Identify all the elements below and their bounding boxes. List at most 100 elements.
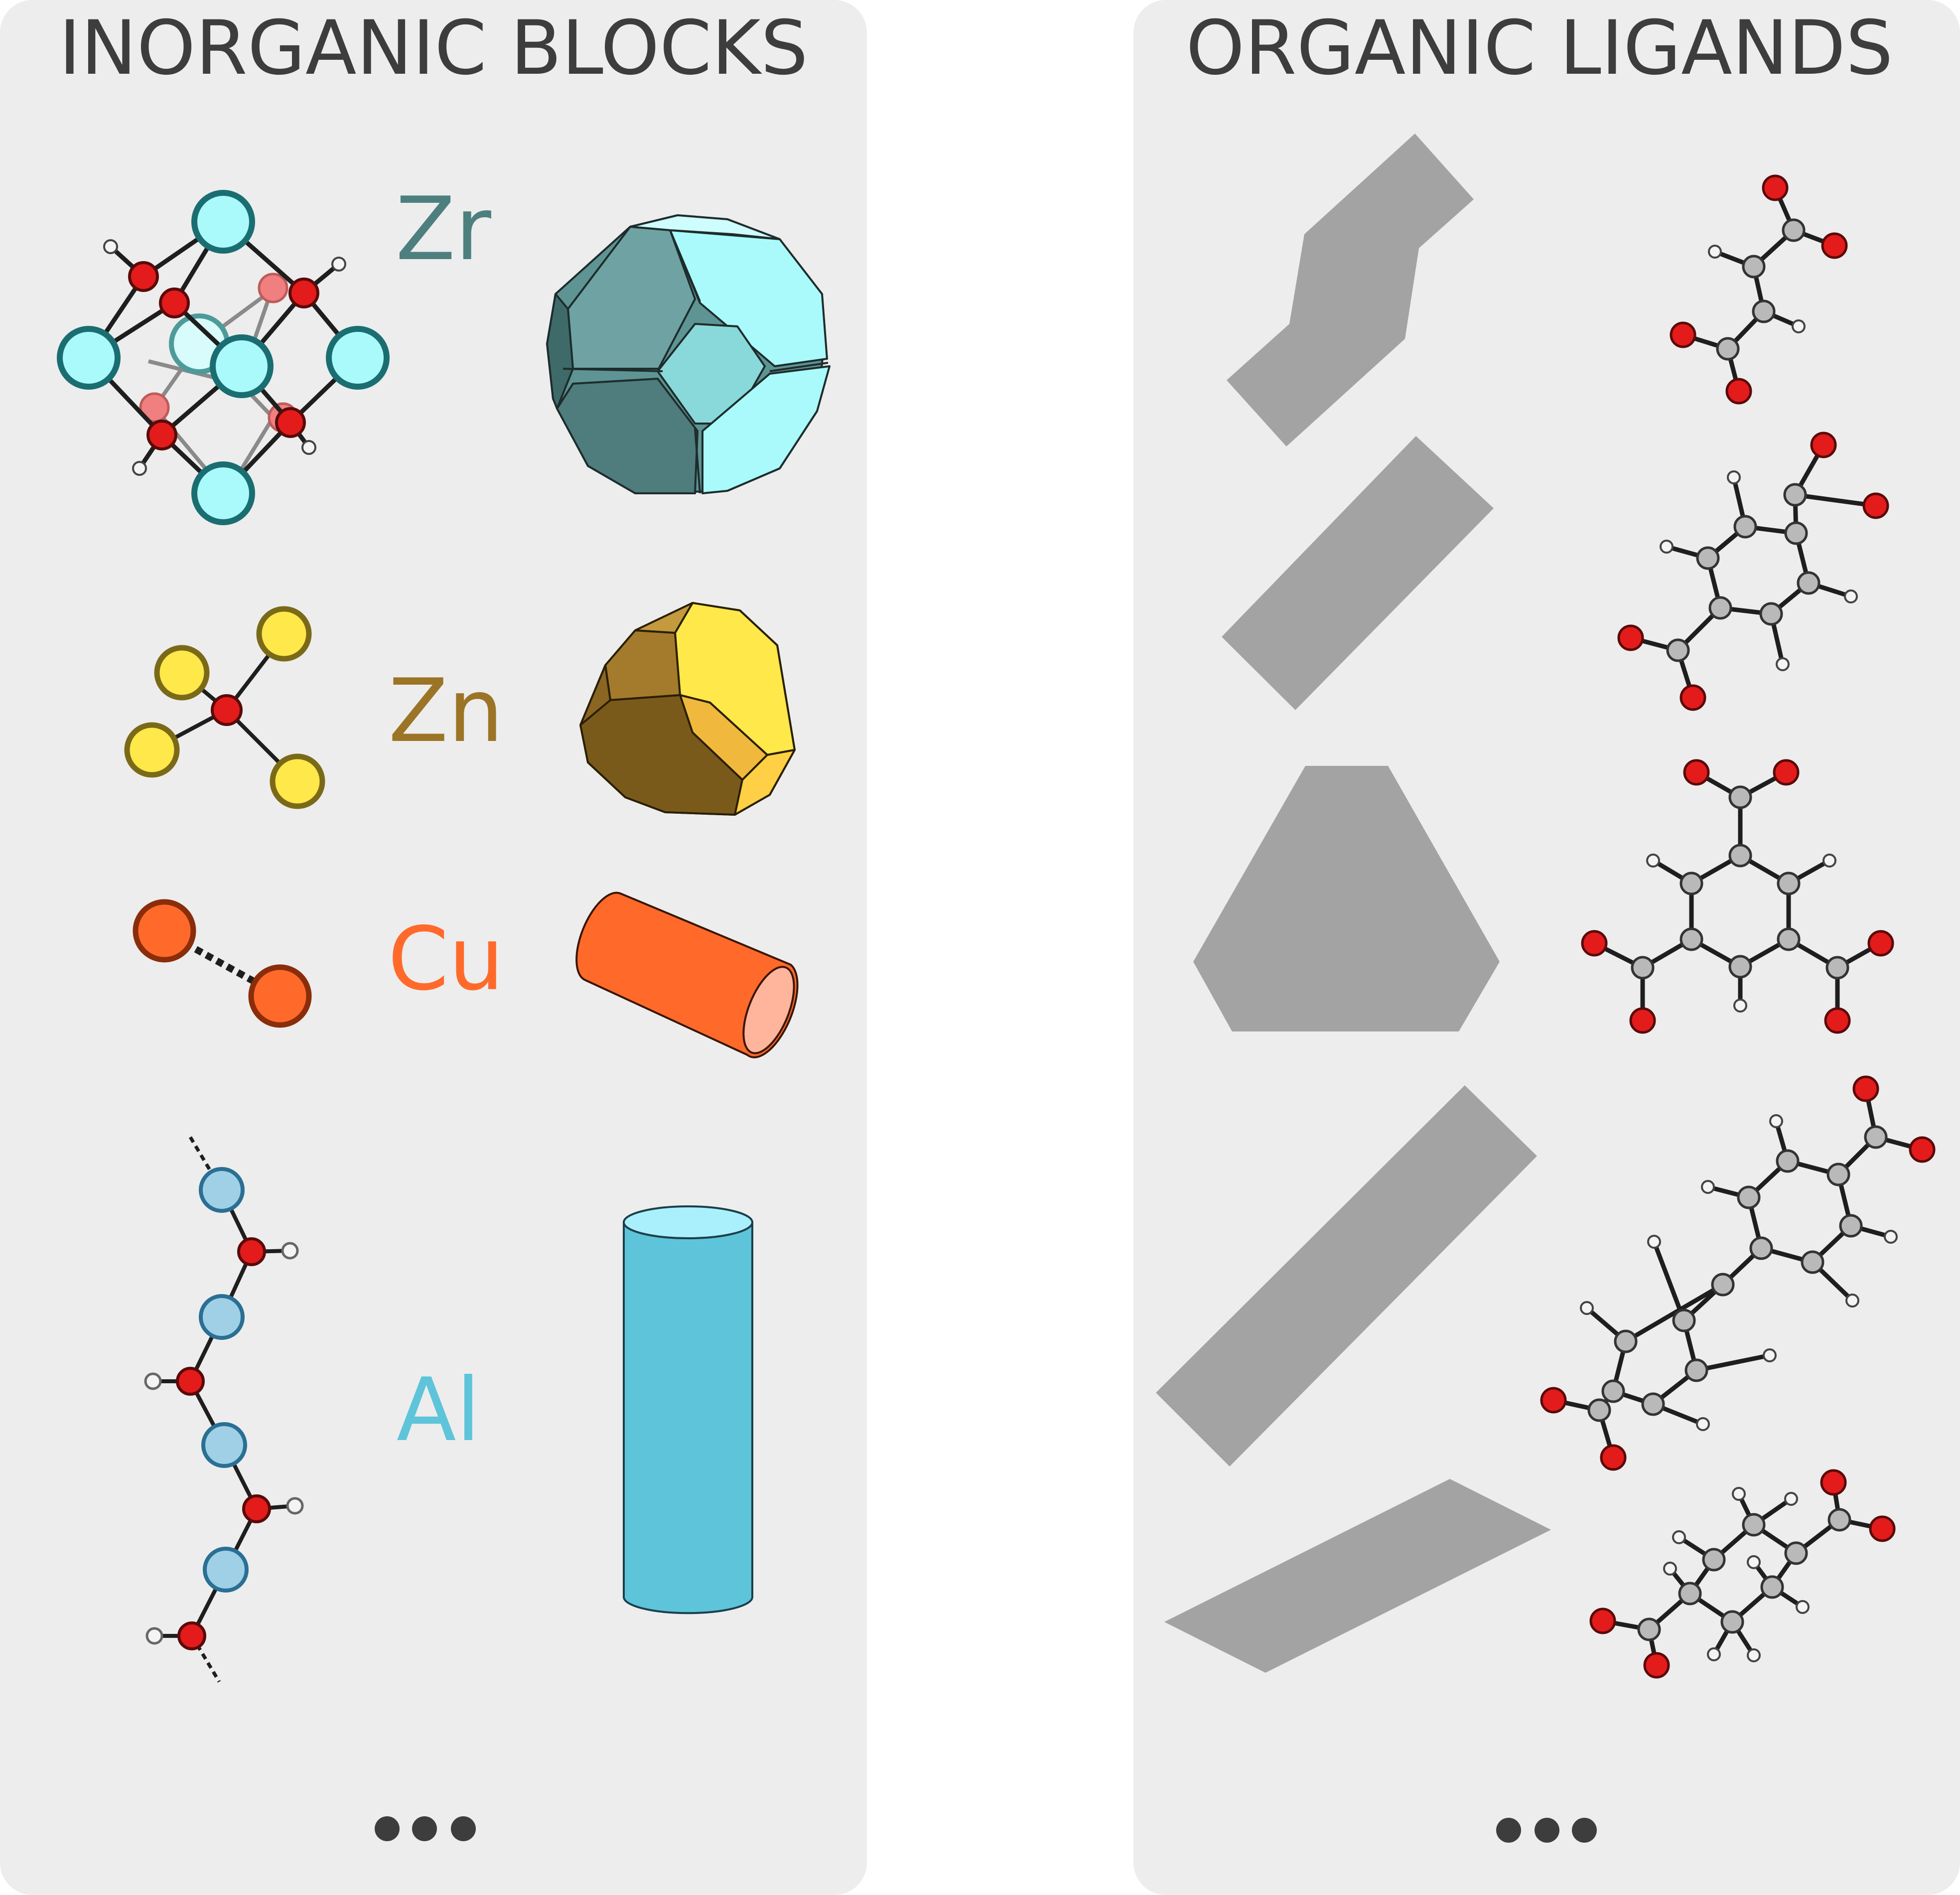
oxygen-atom — [1821, 232, 1848, 259]
cu-dimer-molecule — [133, 899, 312, 1028]
hydrogen-atom — [1660, 540, 1674, 554]
inorganic-panel-title: INORGANIC BLOCKS — [59, 5, 808, 92]
carbon-atom — [1797, 571, 1820, 595]
oxygen-atom — [211, 694, 243, 726]
zr-atom — [326, 326, 390, 390]
hydrogen-atom — [1696, 1417, 1710, 1431]
ligand-shape-bent-strut — [1227, 134, 1474, 446]
hydrogen-atom — [1701, 1180, 1715, 1194]
oxygen-atom — [1670, 321, 1696, 348]
carbon-atom — [1827, 1508, 1851, 1532]
zr-atom — [210, 334, 274, 398]
bond — [1652, 1241, 1686, 1321]
ligand-shape-parallelogram — [1164, 1479, 1551, 1673]
hydrogen-atom — [145, 1627, 163, 1645]
cu-atom — [248, 964, 312, 1028]
carbon-atom — [1839, 1214, 1863, 1238]
carbon-atom — [1587, 1398, 1611, 1422]
carbon-atom — [1678, 1582, 1702, 1605]
hydrogen-atom — [1796, 1600, 1810, 1614]
zn-node-molecule — [124, 606, 325, 809]
hydrogen-atom — [1707, 1647, 1721, 1661]
hydrogen-atom — [1672, 1530, 1686, 1544]
ligand-molecule-cdc — [1589, 1469, 1896, 1679]
zn-atom — [154, 645, 210, 701]
zr-cluster-molecule — [57, 190, 390, 525]
oxygen-atom — [1773, 759, 1800, 786]
ligand-shape-strut — [1222, 436, 1494, 710]
carbon-atom — [1759, 602, 1783, 626]
carbon-atom — [1784, 521, 1808, 545]
carbon-atom — [1696, 546, 1720, 570]
oxygen-atom — [177, 1621, 206, 1650]
hydrogen-atom — [331, 257, 346, 272]
oxygen-atom — [176, 1367, 205, 1396]
ligand-shape-triangle — [1193, 766, 1500, 1031]
al-atom — [199, 1167, 245, 1213]
carbon-atom — [1666, 638, 1690, 662]
oxygen-atom — [146, 420, 177, 450]
hydrogen-atom — [144, 1372, 162, 1390]
zr-atom — [191, 190, 255, 254]
zr-atom — [57, 326, 121, 390]
inorganic-blocks-panel: INORGANIC BLOCKS Zr — [0, 0, 867, 1895]
oxygen-atom — [1867, 930, 1894, 957]
oxygen-atom — [1617, 624, 1644, 651]
ligand-molecule-fumarate — [1670, 174, 1848, 405]
oxygen-atom — [1820, 1469, 1847, 1496]
carbon-atom — [1601, 1379, 1625, 1403]
zr-label: Zr — [396, 179, 491, 280]
hydrogen-atom — [1732, 1487, 1746, 1501]
zr-atom — [191, 461, 255, 525]
oxygen-atom — [1589, 1607, 1616, 1634]
oxygen-atom — [1762, 174, 1789, 201]
ligand-shape-long-strut — [1156, 1085, 1537, 1466]
hydrogen-atom — [103, 239, 118, 254]
hydrogen-atom — [1792, 319, 1806, 333]
carbon-atom — [1752, 299, 1776, 323]
carbon-atom — [1801, 1250, 1824, 1274]
carbon-atom — [1708, 596, 1732, 620]
carbon-atom — [1680, 872, 1703, 895]
carbon-atom — [1637, 1617, 1661, 1641]
hydrogen-atom — [132, 461, 147, 476]
oxygen-atom — [159, 288, 190, 318]
carbon-atom — [1728, 955, 1752, 979]
ligand-molecules — [1540, 174, 1936, 1679]
hydrogen-atom — [1733, 999, 1747, 1013]
hydrogen-atom — [1647, 1235, 1661, 1249]
hydrogen-atom — [1763, 1348, 1777, 1362]
oxygen-atom — [1540, 1387, 1567, 1414]
carbon-atom — [1749, 1236, 1773, 1260]
oxygen-atom — [275, 407, 306, 438]
hydrogen-atom — [1747, 1648, 1761, 1662]
carbon-atom — [1783, 483, 1807, 507]
oxygen-atom — [1824, 1007, 1851, 1034]
zn-label: Zn — [389, 661, 504, 762]
carbon-atom — [1825, 956, 1849, 980]
hydrogen-atom — [1769, 1114, 1783, 1128]
carbon-atom — [1782, 218, 1806, 242]
oxygen-atom — [1629, 1007, 1656, 1034]
ligand-molecule-btc — [1581, 759, 1894, 1034]
hydrogen-atom — [1646, 854, 1660, 868]
oxygen-atom — [1680, 684, 1706, 711]
cu-label: Cu — [388, 909, 504, 1010]
carbon-atom — [1641, 1392, 1665, 1416]
oxygen-atom — [1852, 1075, 1879, 1102]
hydrogen-atom — [1884, 1230, 1898, 1244]
carbon-atom — [1760, 1575, 1784, 1599]
carbon-atom — [1702, 1548, 1726, 1572]
organic-ligands-panel: ORGANIC LIGANDS — [1133, 0, 1960, 1895]
carbon-atom — [1614, 1329, 1638, 1353]
oxygen-atom — [1810, 432, 1837, 458]
hydrogen-atom — [286, 1497, 304, 1515]
ligand-molecule-bpdc — [1540, 1075, 1936, 1471]
zn-sbu-polyhedron — [579, 602, 796, 816]
zn-atom — [124, 722, 180, 778]
oxygen-atom — [1643, 1652, 1670, 1679]
carbon-atom — [1742, 1513, 1766, 1537]
carbon-atom — [1737, 1185, 1761, 1209]
oxygen-atom — [1862, 492, 1889, 519]
